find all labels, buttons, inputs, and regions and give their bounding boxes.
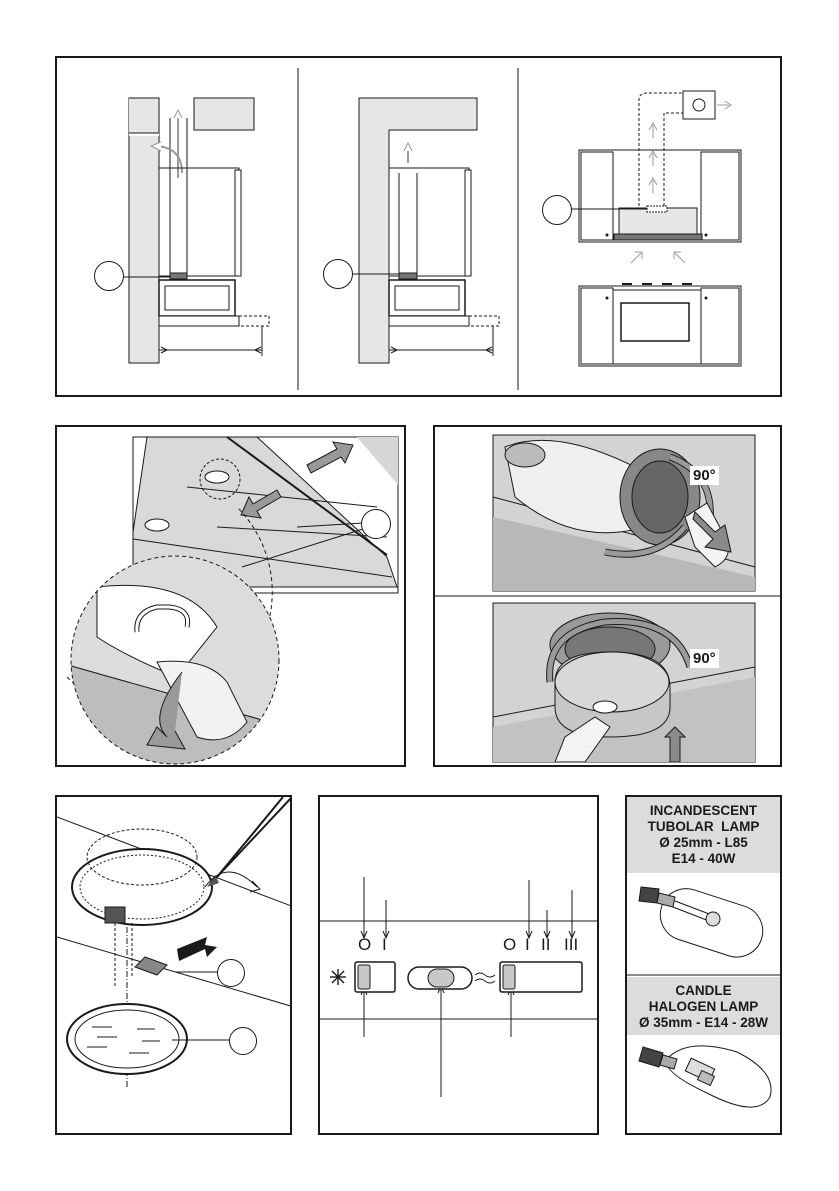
grease-filter-panel — [55, 425, 406, 767]
grease-filter-drawing — [66, 436, 399, 765]
speed-1-symbol: I — [525, 935, 530, 954]
rotation-angle-top: 90° — [690, 466, 719, 485]
rotation-angle-bottom: 90° — [690, 649, 719, 668]
carbon-filter-drawing — [435, 434, 780, 763]
incandescent-lamp-title: INCANDESCENT TUBOLAR LAMP Ø 25mm - L85 E… — [627, 797, 780, 873]
speed-off-symbol: O — [503, 935, 517, 954]
halogen-lamp-title: CANDLE HALOGEN LAMP Ø 35mm - E14 - 28W — [627, 977, 780, 1035]
candle-halogen-lamp-icon — [638, 1045, 772, 1108]
light-sun-icon — [330, 969, 346, 985]
lamp-replacement-panel — [55, 795, 292, 1135]
control-panel-drawing — [320, 877, 597, 1097]
callout-grease-filter — [361, 509, 391, 539]
ducted-wall-diagram — [121, 97, 270, 364]
incandescent-line-3: Ø 25mm - L85 — [659, 835, 748, 850]
installation-drawing — [121, 68, 742, 390]
carbon-filter-panel: 90° 90° — [433, 425, 782, 767]
callout-duct-collar-a — [94, 261, 124, 291]
incandescent-line-4: E14 - 40W — [671, 851, 736, 866]
light-off-symbol: O — [358, 935, 372, 954]
speed-3-symbol: III — [564, 935, 579, 954]
callout-lamp-cover — [229, 1027, 257, 1055]
callout-lamp — [217, 959, 245, 987]
installation-panel — [55, 56, 782, 397]
halogen-line-1: CANDLE — [675, 983, 732, 998]
tubular-lamp-icon — [638, 886, 764, 958]
light-on-symbol: I — [382, 935, 387, 954]
cabinet-diagram — [569, 90, 742, 367]
incandescent-line-1: INCANDESCENT — [649, 803, 758, 818]
halogen-line-3: Ø 35mm - E14 - 28W — [638, 1015, 769, 1030]
speed-2-symbol: II — [541, 935, 551, 954]
callout-duct-collar-b — [323, 259, 353, 289]
incandescent-line-2: TUBOLAR LAMP — [647, 819, 760, 834]
lamp-spec-panel: INCANDESCENT TUBOLAR LAMP Ø 25mm - L85 E… — [625, 795, 782, 1135]
lamp-replacement-drawing — [57, 797, 290, 1087]
control-panel-diagram: O I O I II III — [318, 795, 599, 1135]
ducted-ceiling-diagram — [351, 97, 500, 364]
callout-duct-collar-c — [542, 195, 572, 225]
halogen-line-2: HALOGEN LAMP — [648, 999, 759, 1014]
